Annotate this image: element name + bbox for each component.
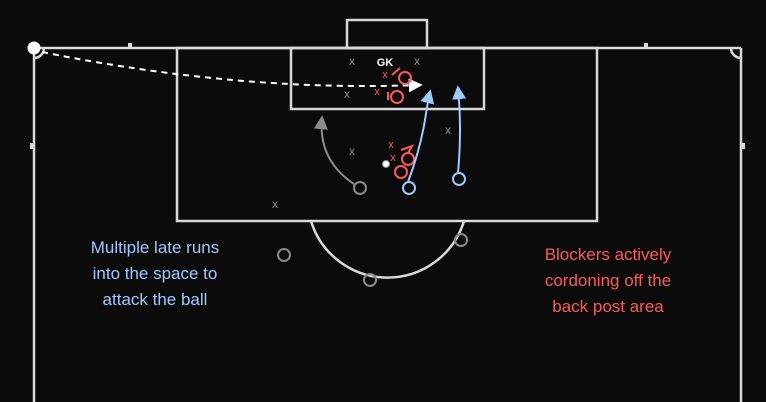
line-ticks bbox=[30, 43, 745, 149]
corner-arc-right bbox=[729, 47, 742, 60]
goal bbox=[345, 18, 429, 50]
blocker-player bbox=[401, 152, 415, 166]
block-line bbox=[387, 67, 401, 100]
blocker-player bbox=[398, 71, 412, 85]
attacking-runs bbox=[402, 85, 467, 195]
run-arrow bbox=[452, 85, 467, 174]
tick-mark bbox=[644, 43, 648, 49]
support-player bbox=[353, 181, 367, 195]
blocker-marker: x bbox=[382, 69, 388, 81]
run-arrow bbox=[407, 89, 435, 183]
centre-blockers: x x bbox=[382, 139, 415, 179]
blockers-caption: Blockers actively cordoning off the back… bbox=[544, 245, 672, 316]
block-line bbox=[400, 144, 415, 154]
goalkeeper-label: GK bbox=[377, 57, 394, 69]
blocker-player bbox=[390, 90, 404, 104]
defender-marker: x bbox=[349, 144, 355, 158]
corner-arc-left bbox=[33, 47, 46, 60]
attacker-player bbox=[452, 172, 466, 186]
ball-spot bbox=[382, 160, 390, 168]
outside-player bbox=[363, 273, 377, 287]
outside-player bbox=[277, 248, 291, 262]
cross-trajectory-arrow bbox=[41, 51, 423, 93]
tick-mark bbox=[30, 143, 35, 149]
defender-marker: x bbox=[272, 197, 278, 211]
penalty-box bbox=[175, 46, 599, 223]
outside-players bbox=[277, 233, 468, 287]
blocker-marker: x bbox=[374, 86, 380, 98]
blocker-marker: x bbox=[388, 139, 394, 151]
support-run bbox=[313, 115, 367, 195]
blocker-marker: x bbox=[390, 152, 396, 164]
defenders: x x x x x x bbox=[272, 54, 451, 211]
tick-mark bbox=[740, 143, 745, 149]
tick-mark bbox=[128, 43, 132, 49]
run-arrow bbox=[313, 115, 355, 185]
penalty-arc bbox=[309, 220, 466, 279]
attacking-runs-caption: Multiple late runs into the space to att… bbox=[90, 238, 220, 309]
defender-marker: x bbox=[445, 123, 451, 137]
defender-marker: x bbox=[344, 87, 350, 101]
attacker-player bbox=[402, 181, 416, 195]
goal-blockers: x x bbox=[374, 67, 412, 104]
blocker-player bbox=[394, 165, 408, 179]
ball bbox=[27, 41, 41, 55]
pitch-lines bbox=[32, 18, 743, 402]
defender-marker: x bbox=[414, 54, 420, 68]
outside-player bbox=[454, 233, 468, 247]
defender-marker: x bbox=[349, 54, 355, 68]
